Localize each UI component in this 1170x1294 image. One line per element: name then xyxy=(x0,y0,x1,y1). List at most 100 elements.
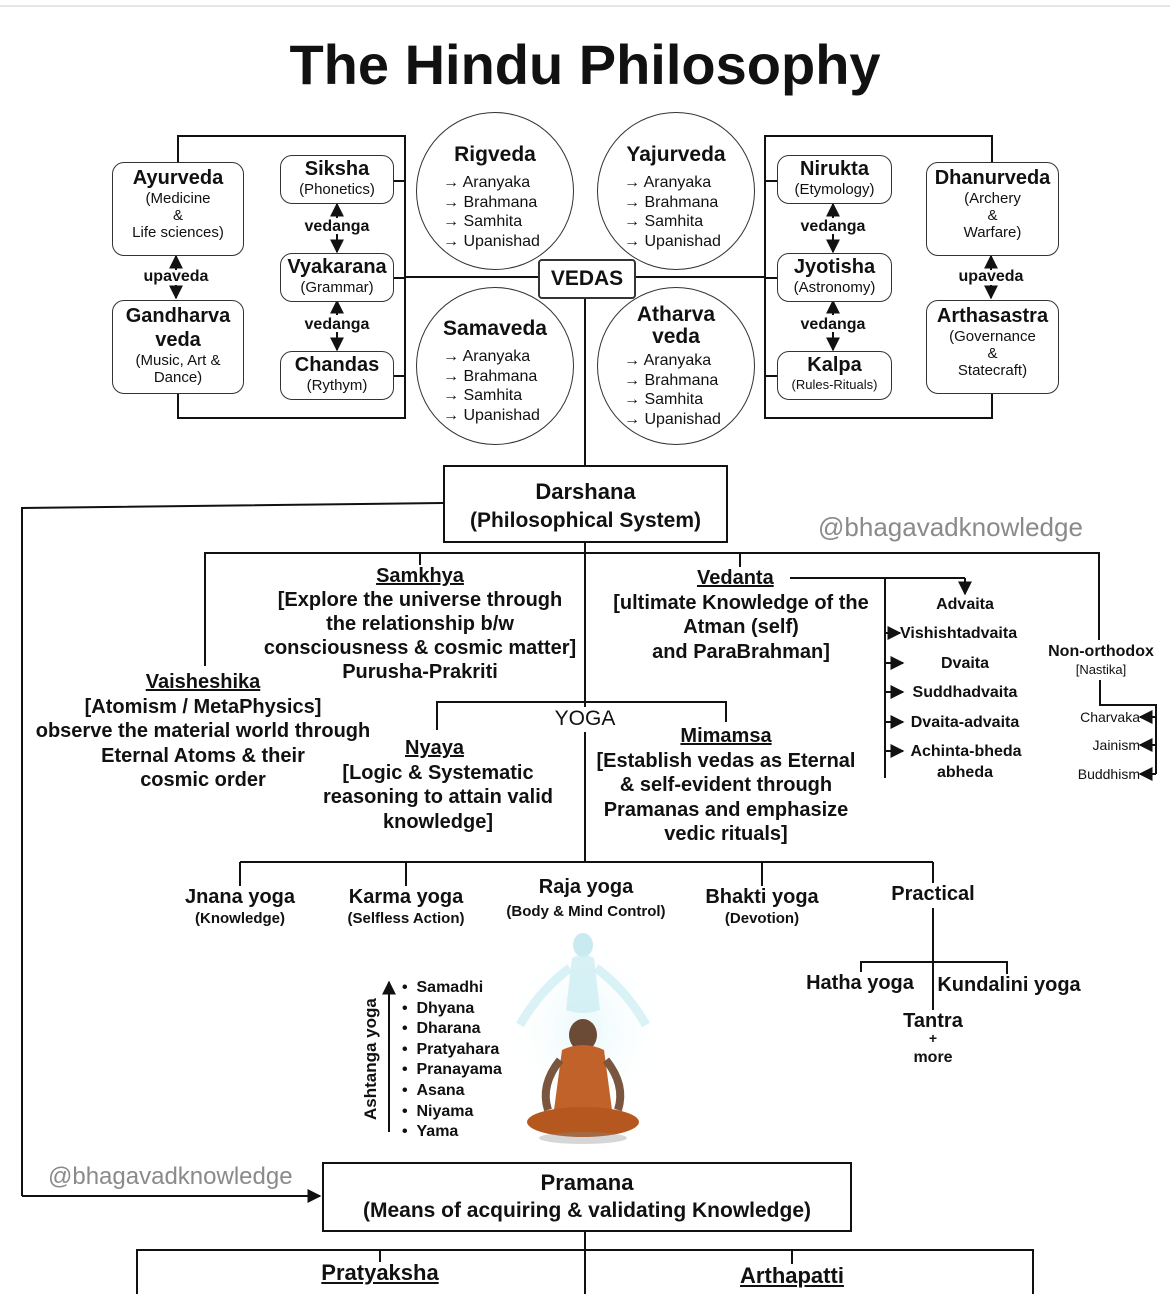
ayurveda-sub2: & xyxy=(172,207,183,224)
jnana-yoga-label: Jnana yoga xyxy=(184,886,296,908)
pramana-label: Pramana xyxy=(540,1170,634,1195)
ayurveda-label: Ayurveda xyxy=(132,167,224,189)
nyaya-block: Nyaya [Logic & Systematic reasoning to a… xyxy=(312,736,564,834)
bhakti-yoga-sub: (Devotion) xyxy=(724,909,800,927)
charvaka-label: Charvaka xyxy=(1080,709,1140,725)
raja-yoga: Raja yoga (Body & Mind Control) xyxy=(490,876,682,920)
kalpa-label: Kalpa xyxy=(807,354,862,376)
watermark-top: @bhagavadknowledge xyxy=(818,512,1083,542)
vyakarana-label: Vyakarana xyxy=(287,256,387,278)
ashtanga-item: • Dhyana xyxy=(402,999,475,1017)
ashtanga-item: • Niyama xyxy=(402,1102,474,1120)
nyaya-line: knowledge] xyxy=(382,810,493,833)
vedas-label: VEDAS xyxy=(550,267,624,290)
kundalini-yoga-label: Kundalini yoga xyxy=(937,974,1081,996)
darshana-box: Darshana (Philosophical System) xyxy=(443,465,728,543)
vedanta-block: Vedanta [ultimate Knowledge of the Atman… xyxy=(596,566,886,664)
karma-yoga: Karma yoga (Selfless Action) xyxy=(326,886,486,927)
rigveda-label: Rigveda xyxy=(454,143,536,166)
jainism-label: Jainism xyxy=(1092,737,1140,753)
gandharva-sub1: (Music, Art & xyxy=(135,352,221,369)
vedas-box: VEDAS xyxy=(538,259,636,299)
samkhya-line: the relationship b/w xyxy=(326,613,514,635)
hatha-yoga-label: Hatha yoga xyxy=(806,972,914,994)
vedanga-left-2: vedanga xyxy=(304,316,370,333)
gandharva-label1: Gandharva xyxy=(125,305,231,327)
siksha-label: Siksha xyxy=(304,158,370,180)
upaveda-left-label: upaveda xyxy=(143,268,209,285)
raja-yoga-sub: (Body & Mind Control) xyxy=(506,902,666,920)
gandharva-label2: veda xyxy=(155,329,201,351)
plus-label: + xyxy=(928,1030,938,1046)
watermark-bottom: @bhagavadknowledge xyxy=(48,1163,293,1190)
ashtanga-item: • Pranayama xyxy=(402,1061,502,1079)
yajurveda-circle: Yajurveda → Aranyaka → Brahmana → Samhit… xyxy=(597,112,755,270)
samaveda-label: Samaveda xyxy=(443,317,547,340)
chandas-label: Chandas xyxy=(294,354,380,376)
arthasastra-sub2: & xyxy=(987,345,998,362)
school-dvaita-advaita: Dvaita-advaita xyxy=(910,714,1020,731)
bhakti-yoga-label: Bhakti yoga xyxy=(705,886,819,908)
tantra-label: Tantra xyxy=(883,1010,983,1034)
mimamsa-line: Pramanas and emphasize xyxy=(603,798,849,821)
yoga-label: YOGA xyxy=(540,707,630,732)
vedanta-line: Atman (self) xyxy=(683,616,799,638)
school-dvaita: Dvaita xyxy=(940,655,990,672)
jyotisha-box: Jyotisha (Astronomy) xyxy=(777,253,892,302)
siksha-sub: (Phonetics) xyxy=(299,181,375,198)
dhanurveda-label: Dhanurveda xyxy=(934,167,1051,189)
yajurveda-item: → Samhita xyxy=(624,213,704,230)
meditating-figure-illustration xyxy=(507,930,663,1144)
non-orthodox-title: Non-orthodox xyxy=(1048,643,1154,660)
bhakti-yoga: Bhakti yoga (Devotion) xyxy=(690,886,834,927)
samkhya-line: consciousness & cosmic matter] xyxy=(263,637,577,659)
darshana-sub: (Philosophical System) xyxy=(469,509,702,532)
vedanga-left-1: vedanga xyxy=(304,218,370,235)
atharvaveda-label1: Atharva xyxy=(636,303,716,326)
rigveda-item: → Brahmana xyxy=(443,193,538,211)
vaisheshika-line: [Atomism / MetaPhysics] xyxy=(84,695,322,718)
jyotisha-label: Jyotisha xyxy=(793,256,876,278)
ashtanga-list: • Samadhi • Dhyana • Dharana • Pratyahar… xyxy=(402,978,502,1143)
school-abheda: abheda xyxy=(936,764,993,781)
vaisheshika-title: Vaisheshika xyxy=(145,671,261,693)
nyaya-line: reasoning to attain valid xyxy=(322,786,554,808)
siksha-box: Siksha (Phonetics) xyxy=(280,155,394,204)
gandharva-box: Gandharva veda (Music, Art & Dance) xyxy=(112,300,244,394)
vedanta-line: [ultimate Knowledge of the xyxy=(613,591,869,614)
kalpa-sub: (Rules-Rituals) xyxy=(791,377,878,392)
arthasastra-sub1: (Governance xyxy=(949,328,1036,345)
school-suddhadvaita: Suddhadvaita xyxy=(912,684,1018,701)
atharvaveda-circle: Atharva veda → Aranyaka → Brahmana → Sam… xyxy=(597,287,755,445)
vaisheshika-line: observe the material world through xyxy=(35,720,371,742)
page-title: The Hindu Philosophy xyxy=(289,33,881,96)
vedanga-right-2: vedanga xyxy=(800,316,866,333)
atharvaveda-item: → Upanishad xyxy=(624,410,721,428)
vedanga-right-1: vedanga xyxy=(800,218,866,235)
rigveda-item: → Upanishad xyxy=(443,232,540,250)
vedanta-title: Vedanta xyxy=(697,567,774,589)
jnana-yoga-sub: (Knowledge) xyxy=(195,909,285,927)
arthapatti-title: Arthapatti xyxy=(740,1263,844,1288)
ashtanga-item: • Pratyahara xyxy=(402,1040,500,1058)
yajurveda-item: → Brahmana xyxy=(624,193,719,211)
more-label: more xyxy=(913,1049,953,1066)
atharvaveda-item: → Aranyaka xyxy=(624,352,712,369)
nyaya-title: Nyaya xyxy=(405,737,464,759)
upaveda-right-label: upaveda xyxy=(958,268,1024,285)
mimamsa-line: & self-evident through xyxy=(619,774,833,796)
dhanurveda-sub1: (Archery xyxy=(964,190,1021,207)
mimamsa-title: Mimamsa xyxy=(680,725,772,747)
atharvaveda-label2: veda xyxy=(652,325,700,348)
dhanurveda-box: Dhanurveda (Archery & Warfare) xyxy=(926,162,1059,256)
jnana-yoga: Jnana yoga (Knowledge) xyxy=(170,886,310,927)
rigveda-item: → Samhita xyxy=(443,213,523,230)
nastika-label: [Nastika] xyxy=(1075,662,1127,677)
rigveda-item: → Aranyaka xyxy=(443,174,531,191)
arthasastra-box: Arthasastra (Governance & Statecraft) xyxy=(926,300,1059,394)
vyakarana-sub: (Grammar) xyxy=(300,279,374,296)
ayurveda-sub3: Life sciences) xyxy=(132,224,224,241)
mimamsa-line: vedic rituals] xyxy=(664,823,788,845)
samkhya-block: Samkhya [Explore the universe through th… xyxy=(240,564,600,684)
buddhism-label: Buddhism xyxy=(1077,766,1140,782)
